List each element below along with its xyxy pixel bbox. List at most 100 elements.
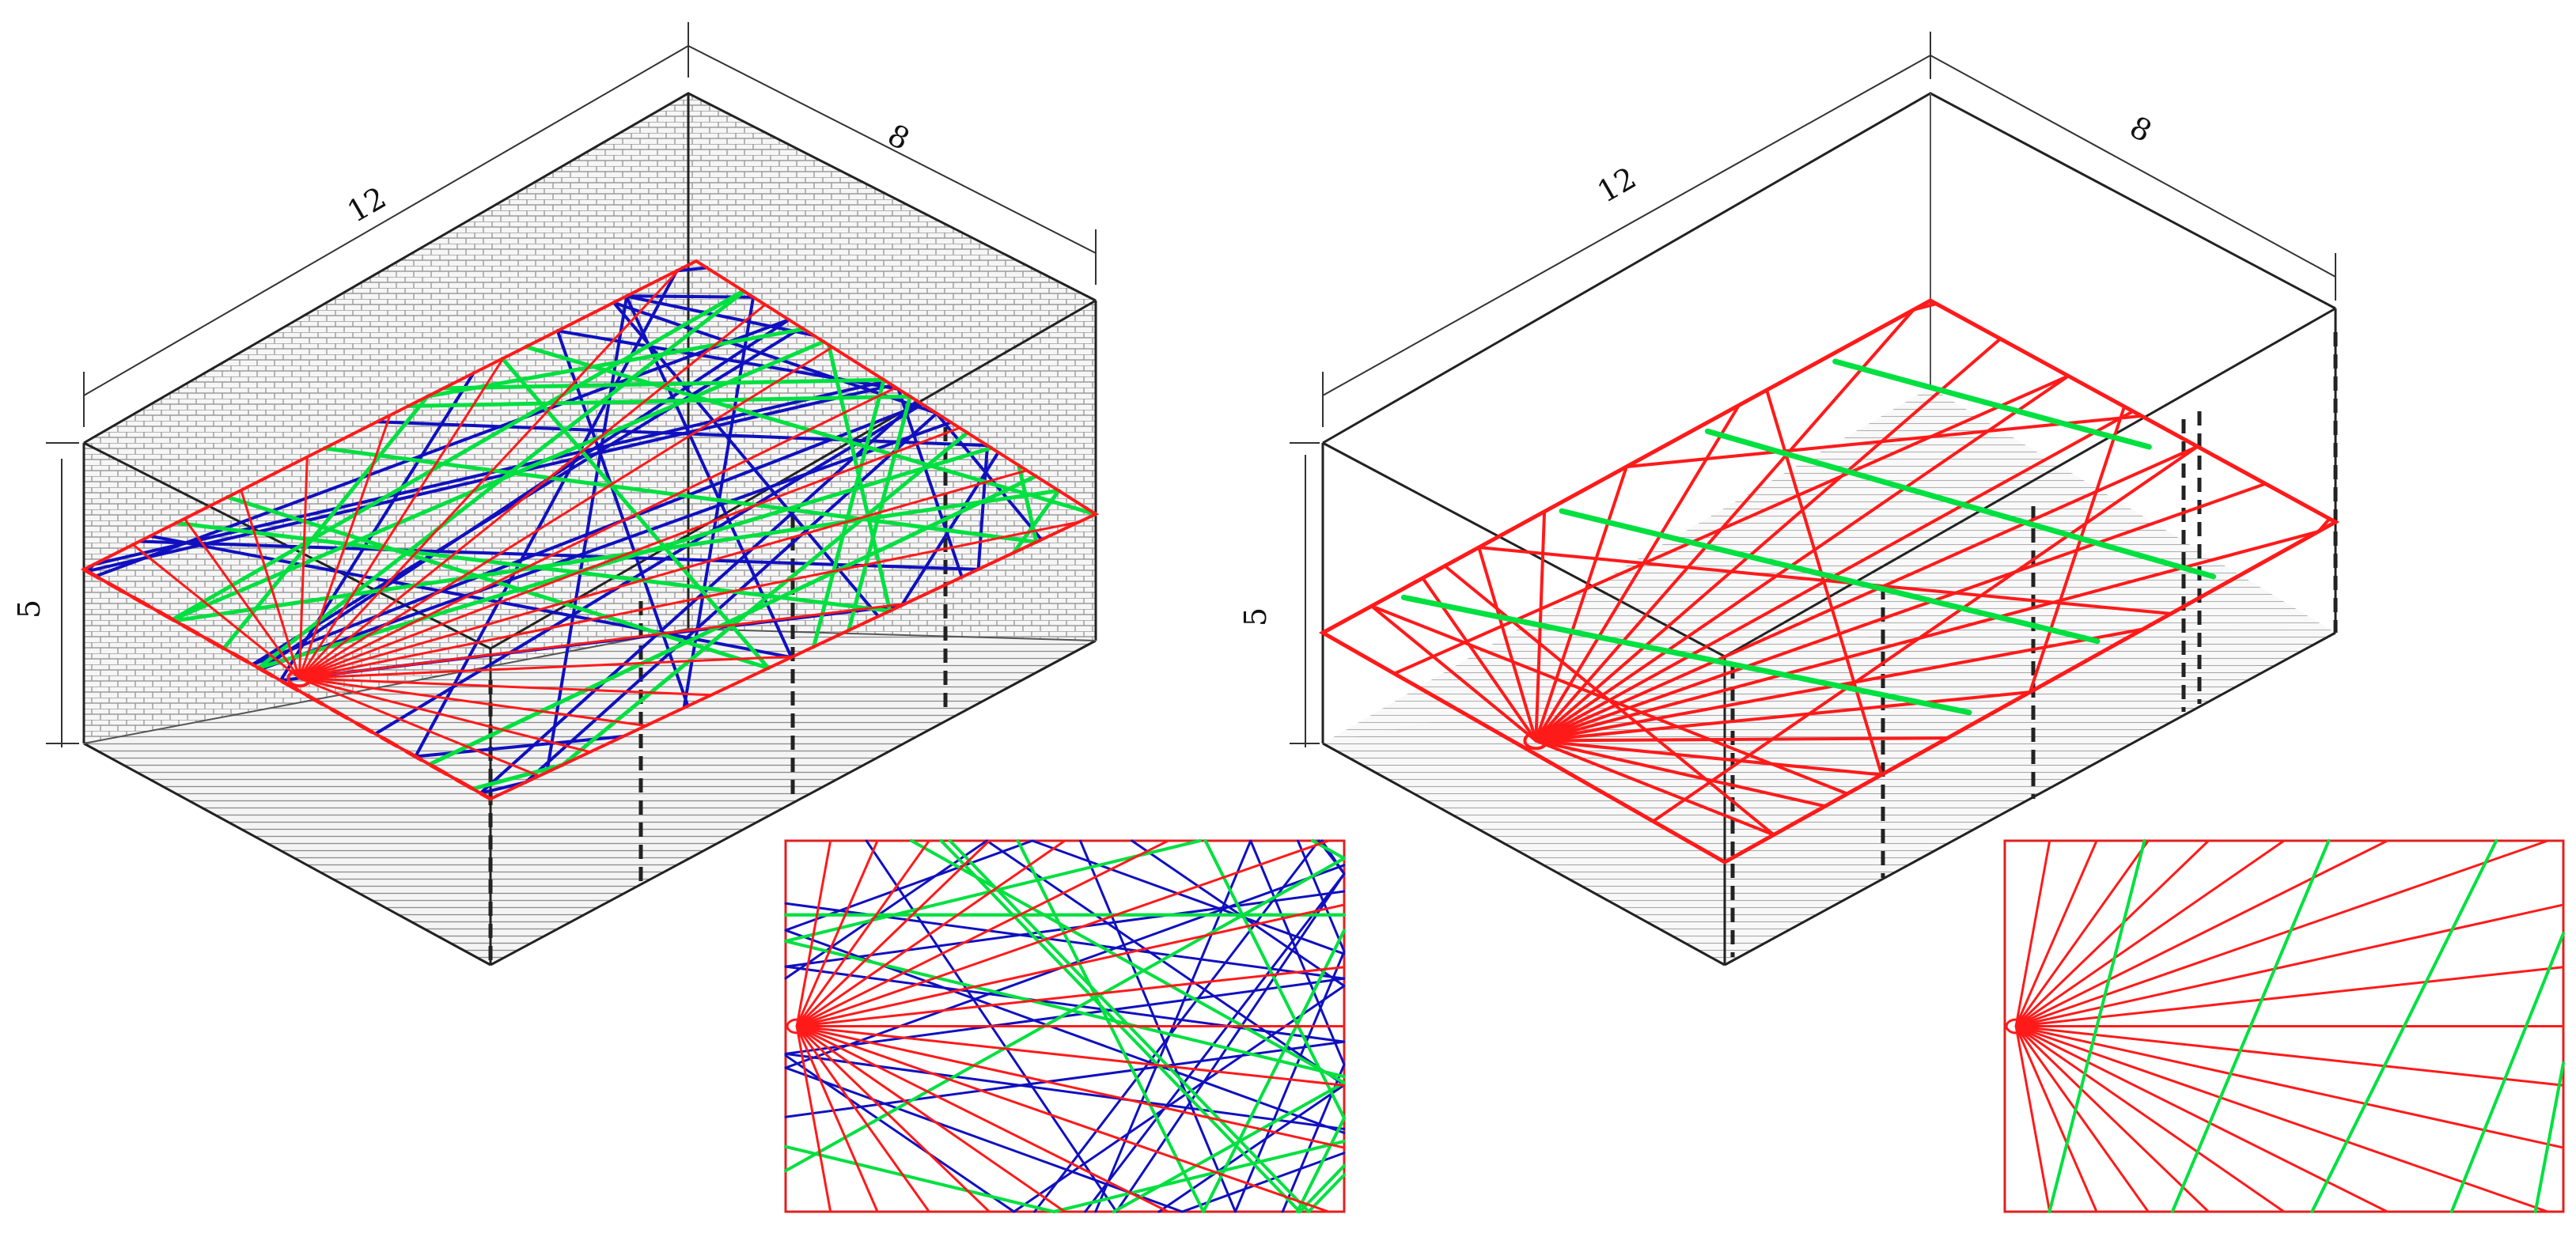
second-order-ray [784, 890, 1346, 968]
right-inset-plan-view [2003, 839, 2565, 1213]
first-order-ray [1202, 929, 1346, 1213]
right-ray-paths [1318, 298, 2340, 864]
second-order-ray [624, 294, 816, 337]
first-order-ray [1052, 1140, 1346, 1213]
left-receiver-plane [80, 259, 1100, 801]
first-order-ray [560, 430, 970, 767]
direct-ray [795, 1025, 1066, 1213]
right-room-outline [1321, 92, 2337, 967]
first-order-ray [471, 762, 565, 791]
direct-ray [795, 1025, 832, 1213]
direct-ray [795, 1025, 1346, 1087]
sound-source-marker [1523, 731, 1549, 751]
second-order-ray [1157, 1084, 1346, 1213]
direct-ray [795, 1025, 1346, 1149]
first-order-ray [1704, 428, 2217, 580]
right-width-label: 8 [2124, 109, 2157, 149]
reflected-ray [1443, 564, 1775, 837]
first-order-ray [784, 1144, 1056, 1213]
direct-ray [1534, 739, 1884, 777]
direct-ray [2014, 1025, 2098, 1213]
direct-ray [2014, 1025, 2549, 1213]
first-order-ray [1112, 1081, 1346, 1213]
direct-ray [1534, 374, 2070, 743]
first-order-ray [784, 857, 1346, 1173]
direct-ray [2014, 1025, 2051, 1213]
direct-ray [795, 966, 1346, 1027]
direct-ray [297, 677, 647, 728]
first-order-ray [170, 339, 826, 622]
direct-ray [795, 839, 1330, 1027]
first-order-ray [222, 394, 430, 651]
first-order-ray [427, 474, 1038, 766]
first-order-ray [910, 839, 1346, 1085]
direct-ray [2014, 839, 2098, 1027]
direct-ray [2014, 839, 2210, 1027]
direct-ray [795, 1025, 879, 1213]
direct-ray [795, 1025, 1170, 1213]
direct-ray [2014, 1025, 2286, 1213]
left-inset-plan-view [784, 839, 1346, 1213]
right-height-label: 5 [1238, 607, 1273, 626]
direct-ray [297, 268, 680, 679]
first-order-ray [1017, 463, 1039, 544]
first-order-ray [1400, 594, 1972, 716]
inset-source-marker [2005, 1018, 2027, 1035]
second-order-ray [259, 318, 791, 671]
inset-source-marker [786, 1018, 808, 1035]
direct-ray [297, 469, 1029, 679]
first-order-ray [2533, 1061, 2565, 1213]
second-order-ray [414, 269, 679, 758]
direct-ray [1534, 690, 2032, 743]
direct-ray [795, 839, 1170, 1027]
first-order-ray [322, 446, 1039, 544]
direct-ray [1534, 482, 2267, 743]
direct-ray [183, 517, 301, 679]
reflected-ray [1651, 444, 2199, 823]
right-receiver-plane [1318, 298, 2340, 864]
direct-ray [297, 520, 1081, 679]
left-room-panel: 12 8 5 [12, 22, 1100, 967]
first-order-ray [2310, 839, 2498, 1213]
second-order-ray [94, 318, 791, 578]
second-order-ray [545, 294, 629, 774]
second-order-ray [896, 387, 964, 579]
second-order-ray [985, 839, 1346, 1087]
direct-ray [297, 677, 713, 697]
second-order-ray [148, 534, 794, 660]
second-order-ray [1233, 950, 1346, 1213]
second-order-ray [1031, 839, 1346, 955]
direct-ray [2014, 903, 2565, 1027]
right-room-panel: 12 8 5 [1238, 32, 2340, 967]
direct-ray [1534, 739, 1827, 808]
direct-ray [131, 543, 301, 679]
direct-ray [1534, 465, 1628, 743]
second-order-ray [784, 1066, 1184, 1213]
first-order-ray [524, 344, 1098, 516]
second-order-ray [934, 411, 1044, 542]
second-order-ray [138, 539, 980, 571]
reflected-ray [1392, 374, 2070, 675]
first-order-ray [1832, 358, 2152, 450]
direct-ray [297, 386, 897, 679]
direct-ray [1534, 444, 2199, 743]
left-height-label: 5 [12, 600, 47, 618]
second-order-ray [1013, 985, 1346, 1213]
right-length-label: 12 [1592, 161, 1642, 210]
direct-ray [2014, 1025, 2389, 1213]
first-order-ray [170, 289, 746, 622]
reflected-ray [1624, 414, 2143, 469]
second-order-ray [555, 329, 690, 708]
direct-ray [795, 1025, 991, 1213]
direct-ray [2014, 839, 2150, 1027]
direct-ray [795, 839, 930, 1027]
direct-ray [1369, 604, 1538, 743]
direct-ray [1534, 337, 2002, 743]
direct-ray [297, 426, 961, 679]
direct-ray [2014, 1025, 2565, 1087]
first-order-ray [441, 377, 886, 391]
right-back-walls [1323, 93, 2335, 965]
direct-ray [297, 357, 505, 679]
direct-ray [2014, 1025, 2210, 1213]
direct-ray [1534, 308, 1915, 743]
